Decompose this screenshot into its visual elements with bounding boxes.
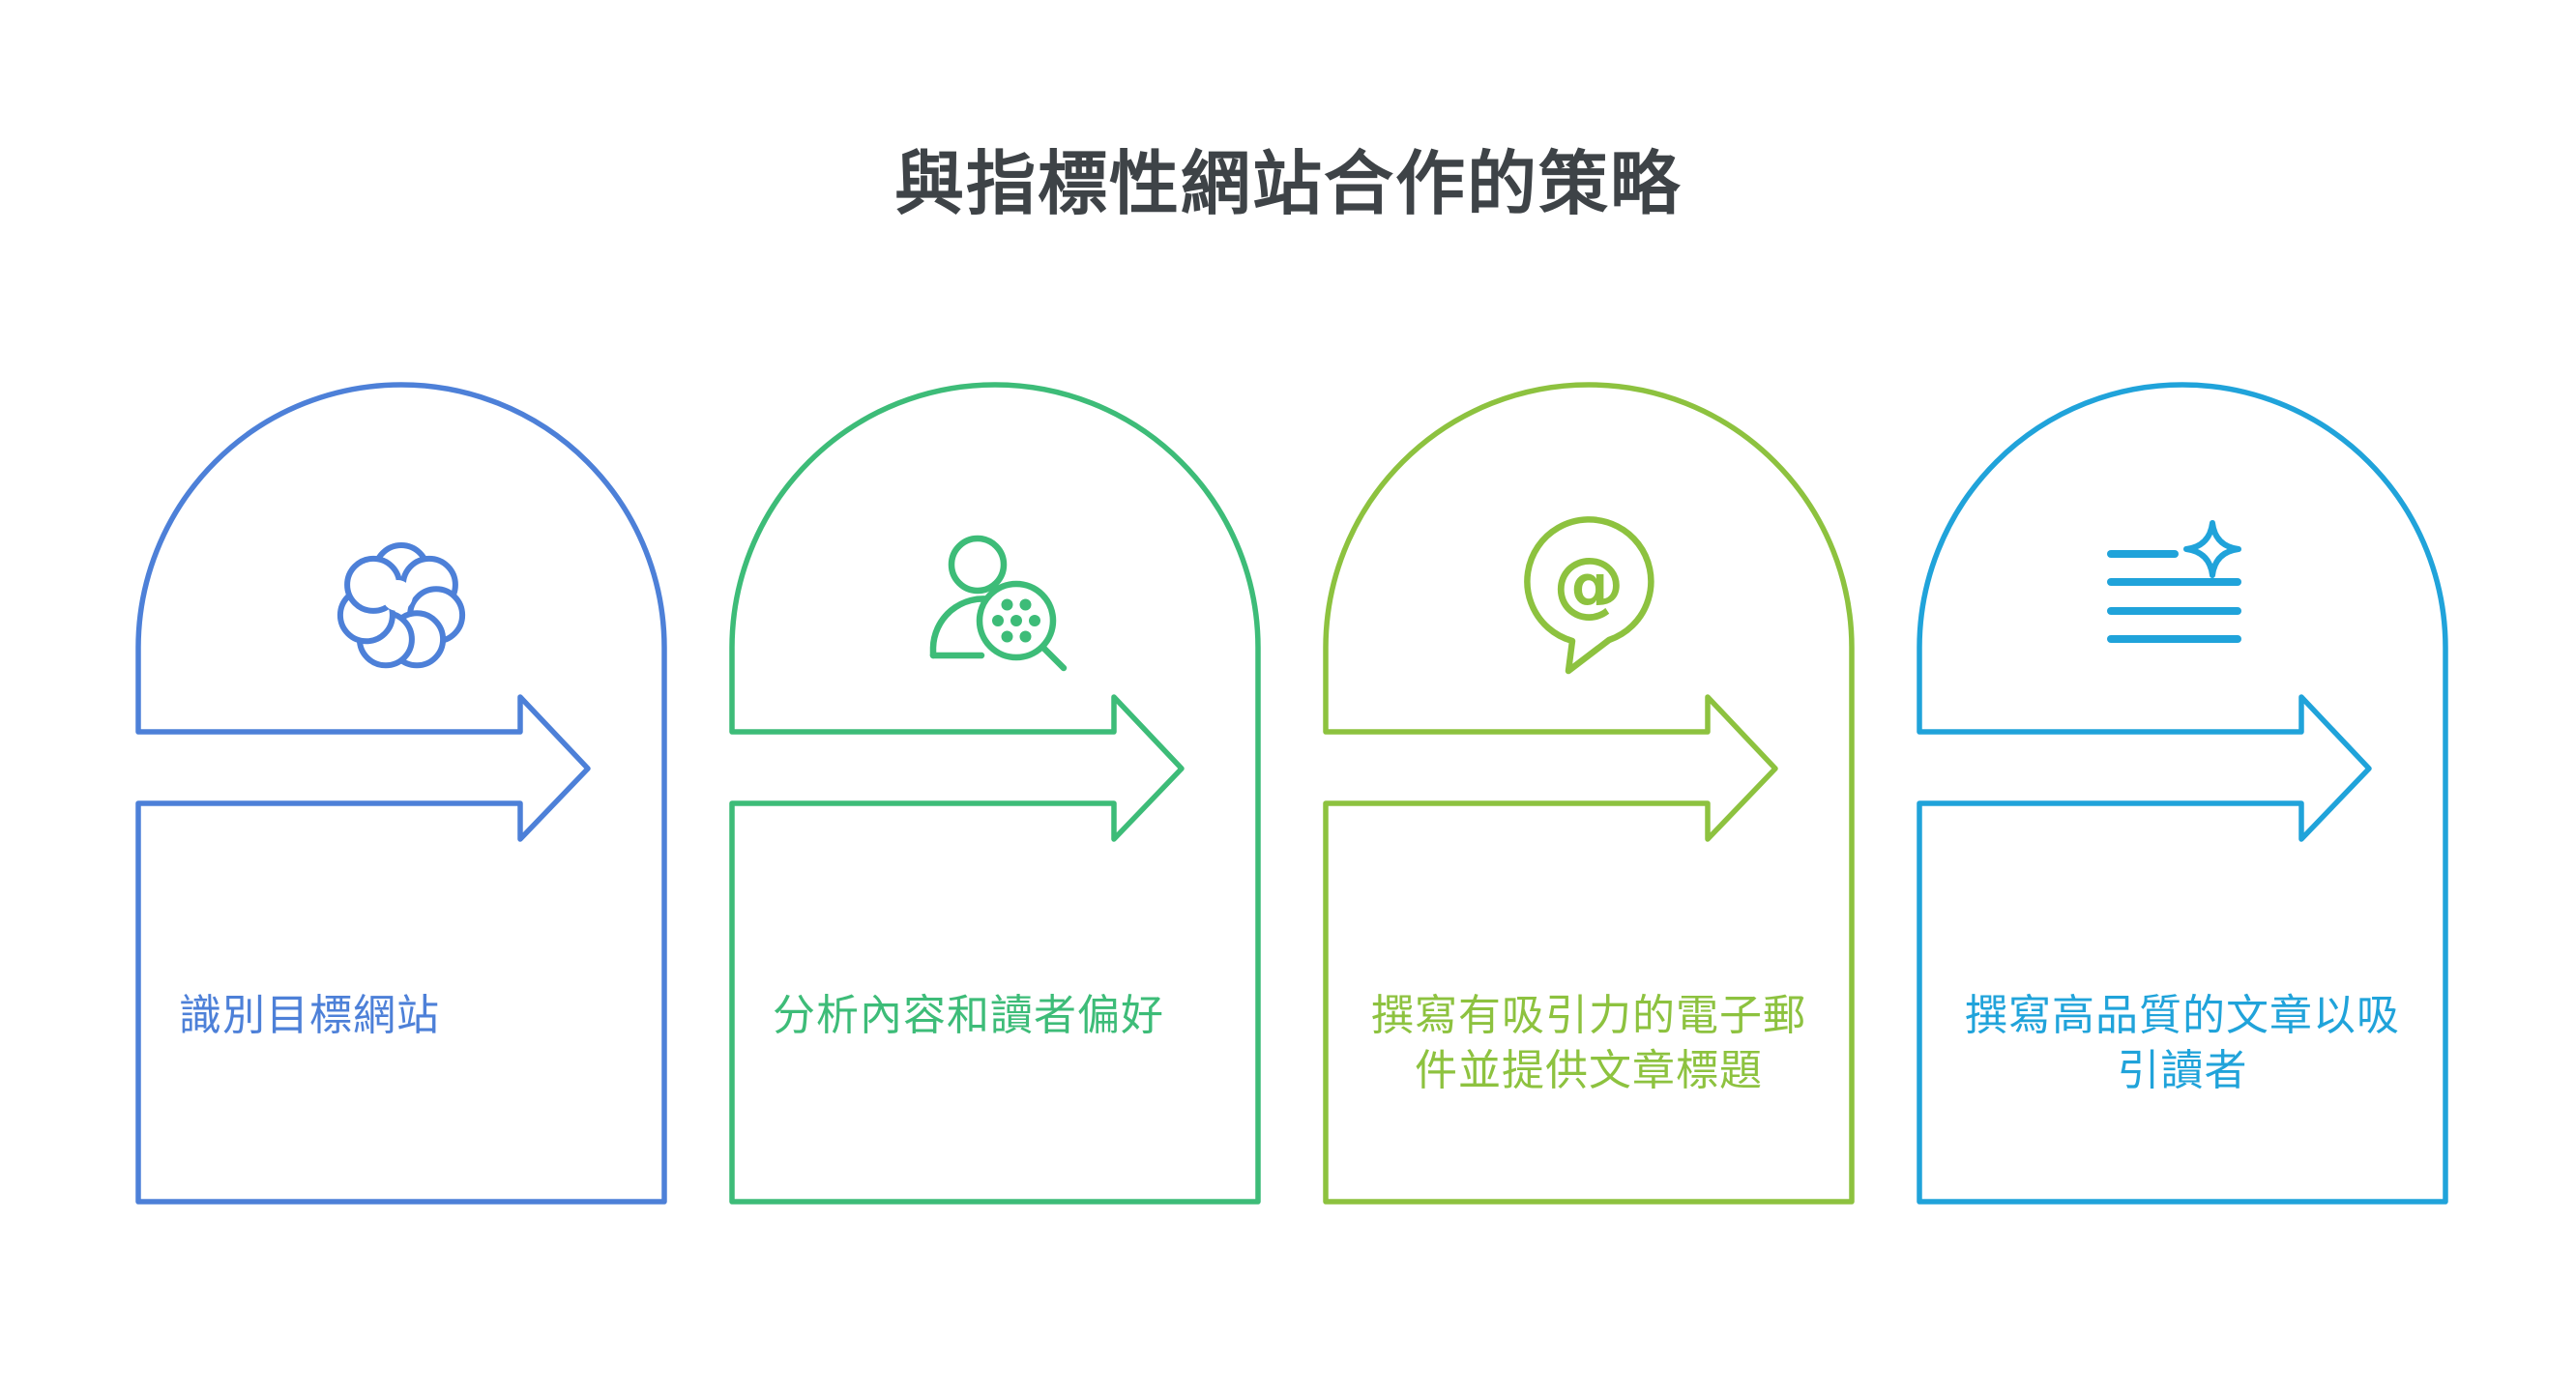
at-glyph: @	[1553, 542, 1625, 625]
step-card-1: 識別目標網站	[135, 382, 667, 1205]
step-card-4: 撰寫高品質的文章以吸引讀者	[1917, 382, 2448, 1205]
step-label: 分析內容和讀者偏好	[773, 992, 1164, 1039]
step-label: 撰寫高品質的文章以吸引讀者	[1965, 992, 2400, 1094]
arch-arrow-shape: @	[1323, 382, 1855, 1205]
magnifier-dots	[992, 598, 1040, 643]
arch-arrow-shape	[729, 382, 1261, 1205]
at-mention-bubble-icon: @	[1524, 516, 1654, 675]
step-label: 撰寫有吸引力的電子郵件並提供文章標題	[1371, 992, 1806, 1094]
step-card-3: @ 撰寫有吸引力的電子郵件並提供文章標題	[1323, 382, 1855, 1205]
sparkle-star	[2183, 520, 2241, 578]
diagram-title: 與指標性網站合作的策略	[893, 146, 1682, 223]
arch-arrow-shape	[1917, 382, 2448, 1205]
audience-analysis-icon	[929, 535, 1068, 672]
arch-arrow-shape	[135, 382, 667, 1205]
step-card-2: 分析內容和讀者偏好	[729, 382, 1261, 1205]
step-label: 識別目標網站	[179, 992, 440, 1039]
article-sparkle-icon	[2107, 520, 2241, 643]
thought-cloud-icon	[337, 542, 466, 669]
